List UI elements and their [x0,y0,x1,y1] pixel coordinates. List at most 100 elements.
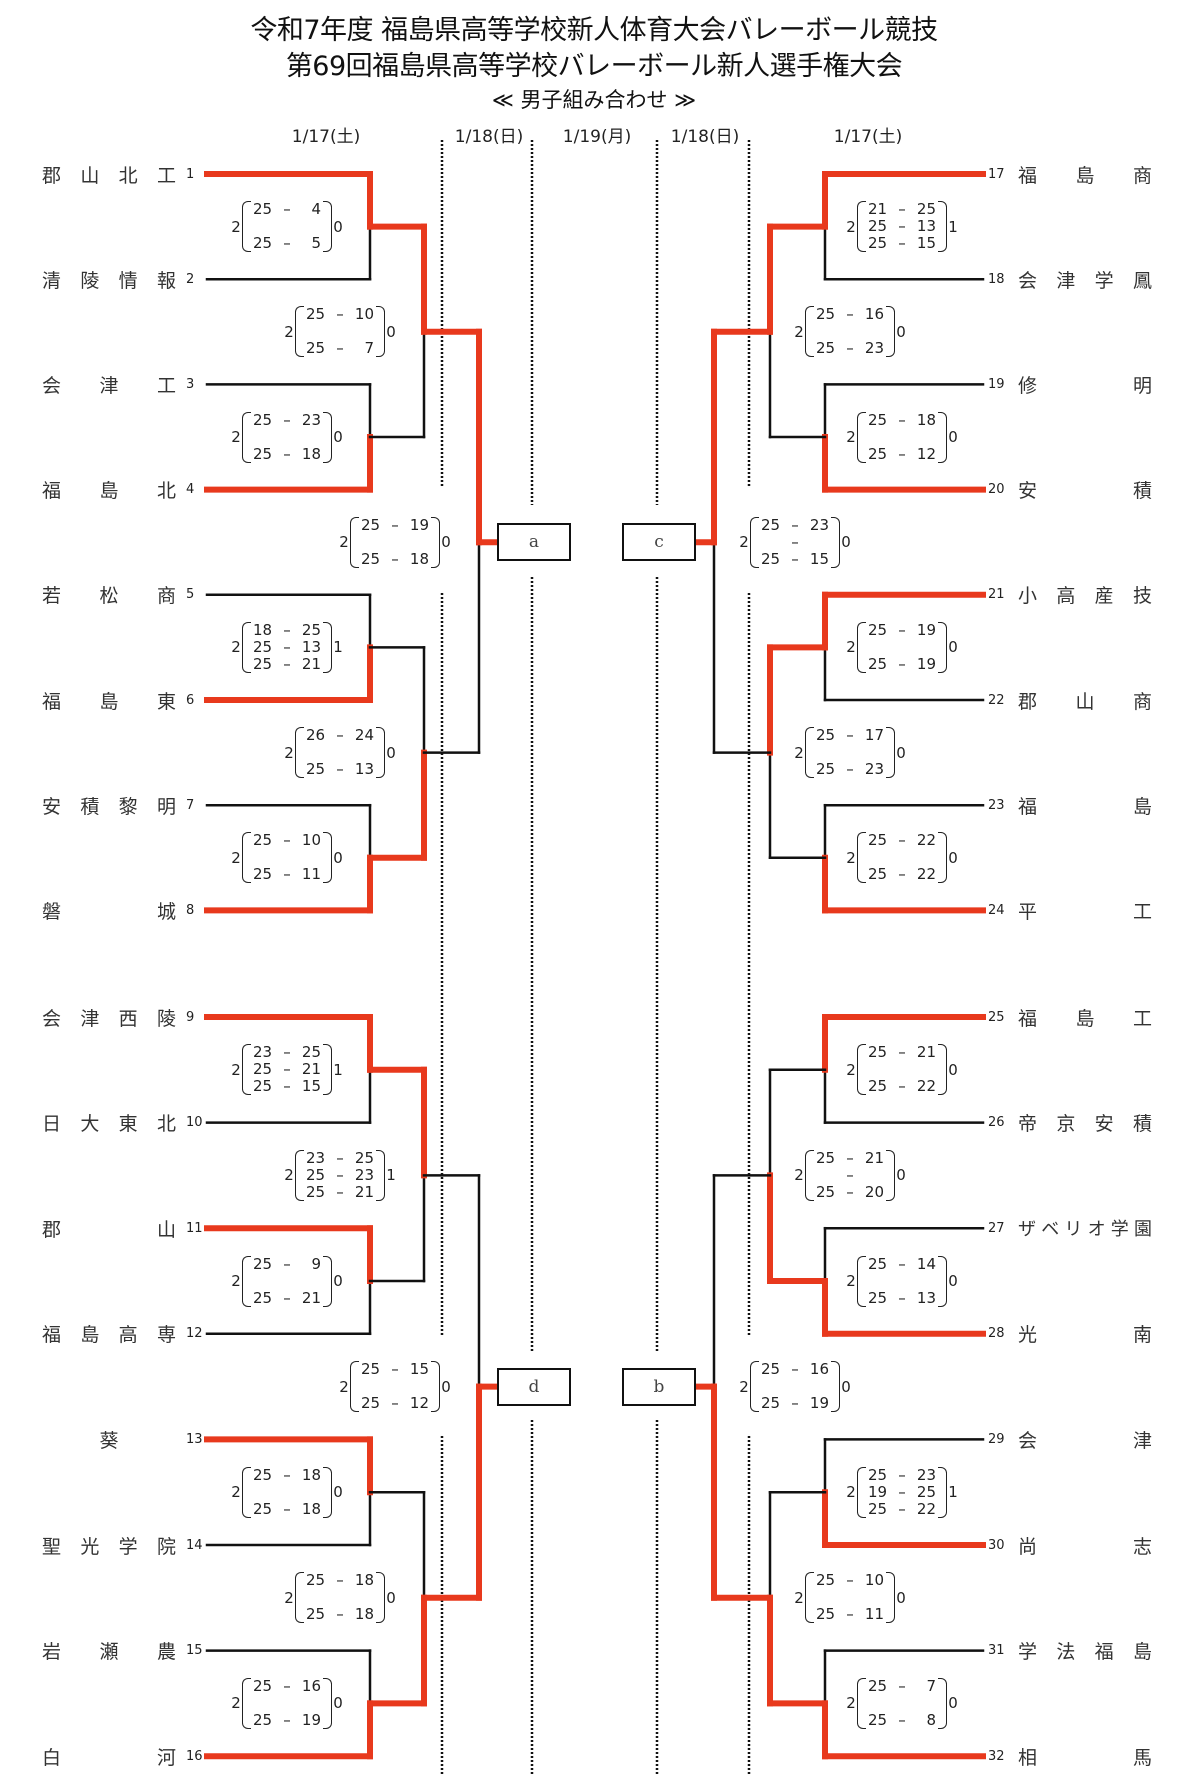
right-brace [938,201,947,253]
match-score: 225–140–025–130 [845,1254,959,1307]
set-score-row: 25–21 [253,655,321,673]
team-name-char: 報 [156,269,176,292]
team-seed-number: 22 [988,692,1005,708]
team-name-char: 清 [42,269,62,292]
team-name-char: 島 [1132,795,1152,818]
set-points-b: 11 [301,865,321,884]
set-dash: – [336,726,344,745]
team-name-char: 院 [156,1535,176,1558]
left-brace [857,1677,866,1729]
set-dash: – [283,1710,291,1729]
sets-won-loser: 0 [386,322,396,341]
set-dash: – [898,200,906,219]
left-brace [857,832,866,884]
set-dash: – [283,865,291,884]
right-brace [376,306,385,358]
sets-won-loser: 1 [386,1166,396,1185]
team-name: 光南 [1018,1320,1152,1347]
set-points-b: 22 [916,1499,936,1518]
set-points-b: 10 [354,305,374,324]
set-points-b: 25 [354,1148,374,1167]
set-dash: – [336,305,344,324]
set-points-b: 19 [301,1710,321,1729]
sets-won-loser: 0 [896,1166,906,1185]
team-name: 会津工 [42,371,176,398]
left-brace [350,1361,359,1413]
sets-won-loser: 0 [386,743,396,762]
team-name-char: 修 [1018,374,1038,397]
set-points-b: 21 [864,1148,884,1167]
set-dash: – [898,1499,906,1518]
team-name-char: 南 [1132,1324,1152,1347]
sets-won-winner: 2 [846,428,856,446]
set-points-a: 25 [253,1254,273,1273]
team-name: 福島工 [1018,1004,1152,1031]
set-score-row: – [816,1166,884,1184]
team-name: 会津 [1018,1426,1152,1453]
set-points-a: 25 [868,1710,888,1729]
set-points-a: 25 [816,1605,836,1624]
right-brace [431,516,440,568]
set-dash: – [791,515,799,534]
set-scores: 25–170–025–23 [816,727,884,778]
set-points-b: 14 [916,1254,936,1273]
sets-won-loser: 1 [948,217,958,236]
team-name-char: 安 [1094,1113,1114,1136]
set-dash: – [283,200,291,219]
team-name-char: 西 [118,1007,138,1030]
team-name: 聖光学院 [42,1532,176,1559]
team-name-char: 会 [42,1007,62,1030]
right-brace [886,1572,895,1624]
team-seed-number: 5 [186,587,195,603]
set-points-a: 25 [816,760,836,779]
team-name: 会津学鳳 [1018,266,1152,293]
left-brace [805,1572,814,1624]
set-points-a: 25 [253,1676,273,1695]
set-points-a: 25 [306,339,326,358]
team-name-char: 島 [1132,1641,1152,1664]
set-score-row: 25–17 [816,727,884,744]
set-points-b: 23 [354,1165,374,1184]
left-brace [295,306,304,358]
team-name-char: 郡 [42,164,62,187]
match-score: 225–230–025–180 [230,411,344,463]
team-name-char: 志 [1132,1535,1152,1558]
team-name-char: 松 [99,585,119,608]
team-name-char: 若 [42,585,62,608]
set-score-row: 25–10 [253,832,321,849]
set-dash: – [846,1148,854,1167]
set-dash: – [846,1182,854,1201]
team-seed-number: 23 [988,797,1005,813]
match-score: 225–180–025–120 [845,411,959,463]
team-name-char: 北 [156,1113,176,1136]
set-dash: – [898,234,906,253]
set-score-row: 25–14 [868,1254,936,1273]
sets-won-winner: 2 [794,1588,804,1607]
match-score: 225–190–025–180 [338,516,452,568]
left-brace [295,1149,304,1201]
team-name-char: 磐 [42,900,62,923]
team-seed-number: 27 [988,1220,1005,1236]
left-brace [242,621,251,673]
set-dash: – [898,444,906,463]
team-entry: 18 会津学鳳 [988,266,1152,293]
set-scores: 25–180–025–18 [253,1466,321,1518]
set-points-a: 25 [868,620,888,639]
set-dash: – [391,1394,399,1413]
set-points-b [864,1167,884,1184]
set-points-a: 25 [868,217,888,236]
set-points-b: 13 [916,217,936,236]
sets-won-loser: 0 [948,428,958,446]
right-brace [323,1255,332,1307]
sets-won-loser: 0 [948,1272,958,1290]
match-score: 225–220–025–220 [845,832,959,884]
left-brace [242,1466,251,1518]
sets-won-winner: 2 [846,217,856,236]
set-score-row: 25–18 [306,1606,374,1623]
team-seed-number: 26 [988,1115,1005,1131]
team-seed-number: 18 [988,271,1005,287]
